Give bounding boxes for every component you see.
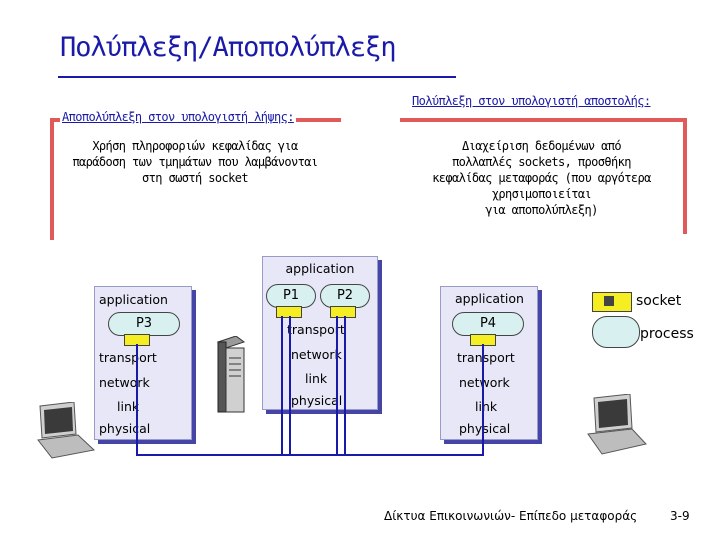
center-physical-layer: physical xyxy=(291,393,343,408)
process-p1: P1 xyxy=(266,284,316,308)
left-transport-layer: transport xyxy=(99,350,157,365)
link-line-5 xyxy=(136,344,138,456)
socket-p2 xyxy=(330,306,356,318)
link-line-1 xyxy=(281,316,283,456)
right-application-layer: application xyxy=(455,291,524,306)
server-icon xyxy=(216,336,246,413)
center-link-layer: link xyxy=(305,371,328,386)
center-network-layer: network xyxy=(291,347,342,362)
right-network-layer: network xyxy=(459,375,510,390)
link-line-6 xyxy=(482,344,484,456)
link-line-3 xyxy=(336,316,338,456)
demux-note-text: Χρήση πληροφοριών κεφαλίδας για παράδοση… xyxy=(72,139,318,185)
process-p3-label: P3 xyxy=(135,316,153,331)
right-link-layer: link xyxy=(475,399,498,414)
legend-socket-label: socket xyxy=(636,293,682,309)
mux-note-text: Διαχείριση δεδομένων από πολλαπλές socke… xyxy=(432,139,651,217)
title-underline xyxy=(58,76,456,78)
center-transport-layer: transport xyxy=(287,322,345,337)
legend-process-label: process xyxy=(640,326,694,342)
process-p4-label: P4 xyxy=(479,316,497,331)
laptop-left-icon xyxy=(37,402,96,459)
process-p2-label: P2 xyxy=(336,288,354,303)
right-host-stack: application transport network link physi… xyxy=(440,286,538,440)
right-transport-layer: transport xyxy=(457,350,515,365)
legend-socket-icon-inner xyxy=(604,296,614,306)
right-physical-layer: physical xyxy=(459,421,511,436)
mux-note-label: Πολύπλεξη στον υπολογιστή αποστολής: xyxy=(410,94,653,108)
left-application-layer: application xyxy=(99,292,168,307)
link-line-2 xyxy=(289,316,291,456)
laptop-right-icon xyxy=(587,394,647,455)
left-network-layer: network xyxy=(99,375,150,390)
page-title: Πολύπλεξη/Αποπολύπλεξη xyxy=(60,32,397,63)
process-p2: P2 xyxy=(320,284,370,308)
process-p3: P3 xyxy=(108,312,180,336)
center-host-stack: application transport network link physi… xyxy=(262,256,378,410)
process-p4: P4 xyxy=(452,312,524,336)
bottom-link-bus xyxy=(136,454,484,456)
footer-text: Δίκτυα Επικοινωνιών- Επίπεδο μεταφοράς xyxy=(384,509,638,523)
process-p1-label: P1 xyxy=(282,288,300,303)
legend-process-icon xyxy=(592,316,640,348)
mux-note-box xyxy=(400,118,687,234)
left-physical-layer: physical xyxy=(99,421,151,436)
center-application-layer: application xyxy=(285,261,355,276)
left-link-layer: link xyxy=(117,399,140,414)
demux-note-label: Αποπολύπλεξη στον υπολογιστή λήψης: xyxy=(60,110,296,124)
link-line-4 xyxy=(344,316,346,456)
left-host-stack: application transport network link physi… xyxy=(94,286,192,440)
page-number: 3-9 xyxy=(670,509,690,523)
